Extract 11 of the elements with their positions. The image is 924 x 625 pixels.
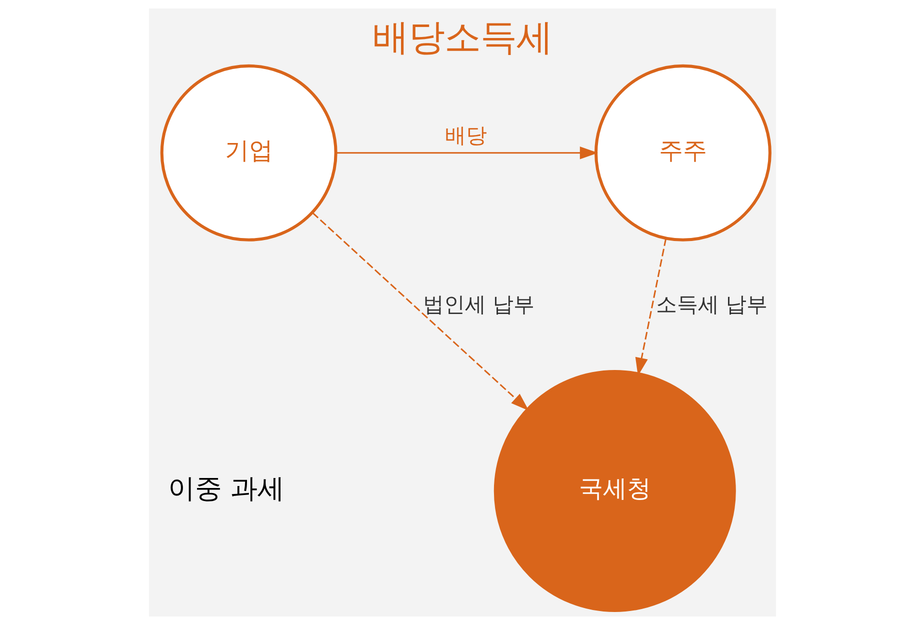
label: 이중 과세 <box>167 474 284 505</box>
edge-label: 소득세 납부 <box>655 291 768 316</box>
edge-label: 법인세 납부 <box>422 291 534 316</box>
arrow <box>634 238 666 376</box>
arrow <box>336 146 598 160</box>
node-circle: 기업 <box>160 64 337 242</box>
diagram-title: 배당소득세 <box>372 16 552 59</box>
arrow <box>312 212 528 411</box>
edge-label: 배당 <box>444 122 486 148</box>
node-circle: 국세청 <box>493 370 736 612</box>
node-circle: 주주 <box>594 64 771 242</box>
